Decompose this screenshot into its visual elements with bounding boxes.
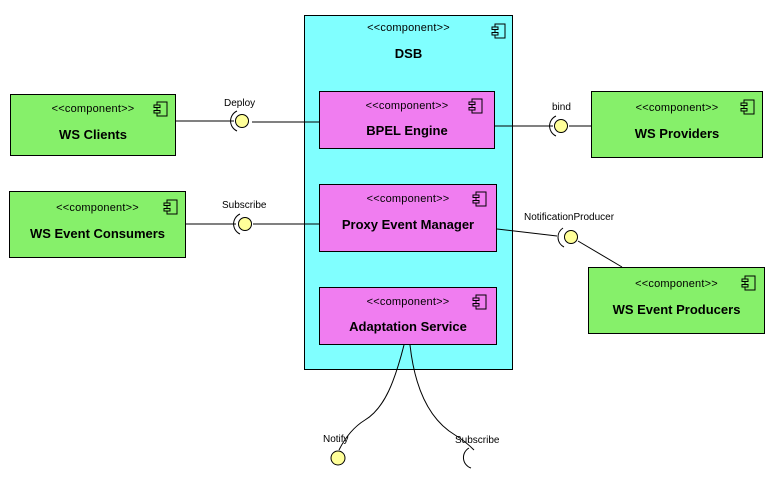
ws-clients-component: <<component>> WS Clients bbox=[10, 94, 176, 156]
ws-event-producers-component: <<component>> WS Event Producers bbox=[588, 267, 765, 334]
notification-producer-connector bbox=[577, 240, 623, 268]
ws-event-producers-stereotype: <<component>> bbox=[635, 278, 718, 290]
dsb-stereotype: <<component>> bbox=[367, 22, 450, 34]
subscribe-bottom-connector bbox=[409, 344, 475, 451]
ws-event-consumers-name: WS Event Consumers bbox=[29, 226, 166, 241]
ws-event-consumers-component: <<component>> WS Event Consumers bbox=[9, 191, 186, 258]
component-icon bbox=[163, 199, 178, 215]
deploy-label: Deploy bbox=[224, 98, 255, 109]
notification-producer-label: NotificationProducer bbox=[524, 212, 615, 223]
subscribe-label: Subscribe bbox=[222, 200, 267, 211]
component-icon bbox=[491, 23, 506, 39]
dsb-name: DSB bbox=[394, 46, 423, 61]
component-icon bbox=[472, 294, 487, 310]
ws-providers-component: <<component>> WS Providers bbox=[591, 91, 763, 158]
adaptation-service-component: <<component>> Adaptation Service bbox=[319, 287, 497, 345]
subscribe-interface-ball bbox=[238, 217, 252, 231]
notification-producer-interface-ball bbox=[564, 230, 578, 244]
deploy-interface-socket bbox=[230, 110, 238, 132]
component-icon bbox=[153, 101, 168, 117]
ws-clients-stereotype: <<component>> bbox=[51, 103, 135, 115]
bpel-engine-name: BPEL Engine bbox=[366, 123, 448, 138]
component-icon bbox=[468, 98, 483, 114]
adaptation-service-stereotype: <<component>> bbox=[366, 296, 450, 308]
adaptation-service-name: Adaptation Service bbox=[349, 319, 467, 334]
subscribe-interface-socket bbox=[233, 213, 241, 235]
bind-label: bind bbox=[552, 102, 571, 113]
notification-producer-connector bbox=[496, 228, 558, 237]
ws-clients-name: WS Clients bbox=[59, 127, 127, 142]
ws-event-producers-name: WS Event Producers bbox=[612, 302, 741, 317]
notification-producer-interface-socket bbox=[557, 227, 565, 248]
bind-interface-socket bbox=[549, 115, 557, 137]
notify-interface-ball bbox=[330, 450, 346, 466]
ws-providers-stereotype: <<component>> bbox=[635, 102, 719, 114]
notify-connector bbox=[338, 344, 405, 451]
component-icon bbox=[741, 275, 756, 291]
subscribe-bottom-interface-socket bbox=[463, 447, 472, 469]
notify-label: Notify bbox=[323, 434, 349, 445]
component-icon bbox=[740, 99, 755, 115]
deploy-interface-ball bbox=[235, 114, 249, 128]
subscribe-bottom-label: Subscribe bbox=[455, 435, 500, 446]
proxy-event-manager-component: <<component>> Proxy Event Manager bbox=[319, 184, 497, 252]
proxy-event-manager-stereotype: <<component>> bbox=[366, 193, 450, 205]
proxy-event-manager-name: Proxy Event Manager bbox=[341, 217, 475, 232]
component-icon bbox=[472, 191, 487, 207]
bpel-engine-stereotype: <<component>> bbox=[365, 100, 449, 112]
bpel-engine-component: <<component>> BPEL Engine bbox=[319, 91, 495, 149]
bind-interface-ball bbox=[554, 119, 568, 133]
ws-event-consumers-stereotype: <<component>> bbox=[56, 202, 139, 214]
ws-providers-name: WS Providers bbox=[634, 126, 720, 141]
